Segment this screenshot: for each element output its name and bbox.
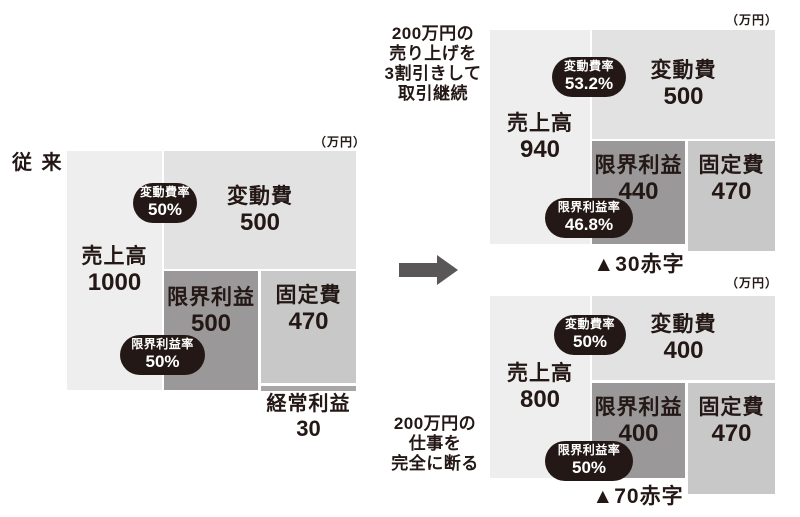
variable-cost-value: 500 [663, 83, 704, 111]
conventional-fixed-cost-box: 固定費 470 [261, 271, 356, 383]
conventional-variable-cost-box: 変動費 500 [164, 151, 356, 269]
marginal-rate-value: 50% [145, 352, 180, 372]
variable-cost-value: 500 [239, 208, 281, 236]
ordinary-profit-label: 経常利益 [266, 393, 351, 415]
conventional-variable-rate-badge: 変動費率 50% [133, 183, 197, 223]
chart-discount-title: 200万円の 売り上げを 3割引きして 取引継続 [384, 24, 482, 103]
arrow-shaft [399, 263, 439, 277]
marginal-profit-label: 限界利益 [594, 154, 683, 177]
chart-conventional-title: 従 来 [12, 152, 64, 174]
discount-fixed-cost-box: 固定費 470 [688, 141, 775, 251]
conventional-ordinary-profit-strip [261, 386, 356, 391]
fixed-cost-value: 470 [711, 420, 752, 448]
variable-cost-label: 変動費 [650, 59, 717, 83]
arrow-head [437, 255, 458, 285]
chart-refuse-title: 200万円の 仕事を 完全に断る [391, 414, 479, 473]
marginal-profit-value: 400 [618, 420, 659, 448]
marginal-profit-value: 500 [190, 310, 232, 338]
variable-rate-label: 変動費率 [563, 59, 614, 74]
chart-conventional-unit-label: （万円） [313, 135, 366, 149]
marginal-rate-label: 限界利益率 [557, 200, 621, 215]
sales-value: 1000 [87, 269, 142, 297]
refuse-variable-cost-box: 変動費 400 [592, 296, 775, 380]
variable-rate-label: 変動費率 [564, 317, 615, 332]
conventional-marginal-rate-badge: 限界利益率 50% [120, 335, 205, 375]
fixed-cost-label: 固定費 [698, 396, 765, 419]
variable-rate-value: 53.2% [564, 74, 614, 94]
sales-value: 800 [519, 385, 561, 413]
chart-discount-unit-label: （万円） [725, 13, 778, 27]
variable-rate-label: 変動費率 [139, 185, 190, 200]
marginal-rate-value: 50% [571, 458, 607, 478]
refuse-deficit-label: ▲70赤字 [592, 485, 684, 508]
marginal-profit-value: 440 [618, 178, 659, 206]
discount-deficit-label: ▲30赤字 [593, 253, 685, 276]
marginal-rate-value: 46.8% [564, 215, 614, 235]
ordinary-profit-value: 30 [296, 416, 321, 441]
fixed-cost-value: 470 [711, 178, 752, 206]
marginal-profit-label: 限界利益 [594, 396, 683, 419]
marginal-rate-label: 限界利益率 [131, 337, 194, 352]
conventional-ordinary-profit: 経常利益 30 [261, 392, 356, 442]
discount-marginal-rate-badge: 限界利益率 46.8% [545, 198, 633, 238]
right-arrow-icon [399, 255, 458, 285]
sales-value: 940 [519, 135, 561, 163]
fixed-cost-label: 固定費 [275, 284, 342, 307]
sales-label: 売上高 [507, 111, 573, 135]
variable-cost-value: 400 [663, 336, 704, 364]
chart-refuse-unit-label: （万円） [725, 276, 778, 290]
refuse-fixed-cost-box: 固定費 470 [688, 383, 775, 494]
discount-variable-rate-badge: 変動費率 53.2% [552, 57, 626, 97]
fixed-cost-label: 固定費 [698, 154, 765, 177]
fixed-cost-value: 470 [288, 308, 329, 336]
marginal-profit-label: 限界利益 [167, 286, 255, 309]
refuse-variable-rate-badge: 変動費率 50% [554, 315, 626, 355]
variable-rate-value: 50% [572, 332, 608, 352]
variable-rate-value: 50% [147, 200, 183, 220]
variable-cost-label: 変動費 [650, 312, 717, 336]
refuse-marginal-rate-badge: 限界利益率 50% [545, 441, 633, 481]
variable-cost-label: 変動費 [227, 184, 293, 208]
sales-label: 売上高 [507, 361, 573, 385]
sales-label: 売上高 [81, 245, 148, 269]
marginal-rate-label: 限界利益率 [557, 443, 621, 458]
